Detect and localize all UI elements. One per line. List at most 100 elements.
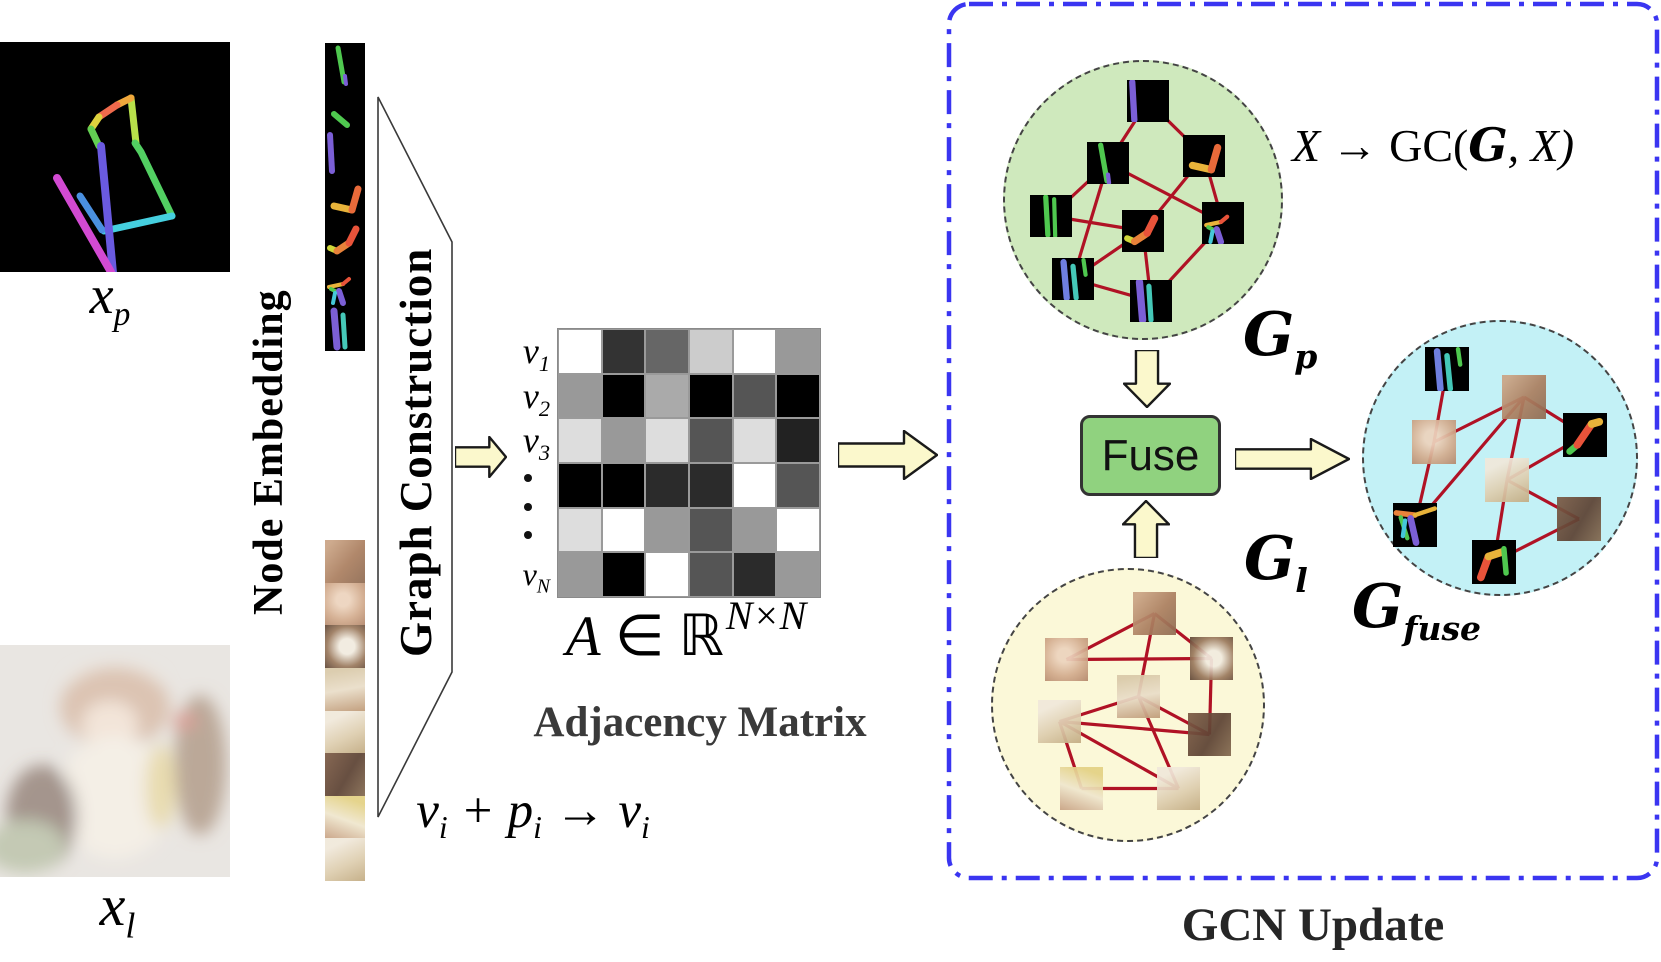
matrix-cell [732,373,777,419]
matrix-cell [558,507,602,553]
matrix-dimension-formula: A ∈ ℝN×N [565,593,807,669]
pose-patch-node [1393,503,1437,547]
image-patch-node [1045,638,1088,681]
pose-strip-patch [325,175,365,219]
matrix-cell [689,507,733,553]
image-strip-patch [325,753,365,796]
graph-construction-stage-label: Graph Construction [391,247,441,657]
node-position-embedding-formula: vi + pi → vi [416,783,650,846]
matrix-cell [689,463,733,508]
pose-patch-node [1130,280,1172,322]
matrix-cell [776,507,820,553]
pose-strip-patch [325,131,365,175]
matrix-row-label-v1: v1 [522,331,550,377]
matrix-cell [601,463,646,508]
image-strip-patch [325,795,365,839]
gp-to-fuse-arrow [1123,350,1171,408]
image-graph-label: Gl [1244,524,1308,600]
fuse-operation-node: Fuse [1080,415,1221,496]
matrix-cell [732,329,777,374]
matrix-cell [689,552,733,597]
image-patch-node [1133,592,1176,635]
pose-patch-node [1183,135,1225,177]
matrix-cell [732,418,777,463]
ellipsis-dot [524,503,532,511]
pose-patch-node [1052,258,1094,300]
matrix-cell [601,373,646,419]
pose-skeleton-drawing [53,94,176,272]
node-embedding-stage-label: Node Embedding [246,289,292,615]
image-patch-node [1412,420,1456,464]
pose-patch-node [1127,80,1169,122]
matrix-cell [776,418,820,463]
matrix-cell [558,329,602,374]
pose-strip-patch [325,219,365,263]
embed-to-matrix-arrow [455,436,507,478]
matrix-cell [732,463,777,508]
pose-patch-node [1030,195,1072,237]
pose-input-image [0,42,230,272]
image-patch-node [1188,713,1231,756]
image-patch-node [1502,375,1546,419]
image-patch-node [1117,675,1160,718]
graph-convolution-formula: X → GC(G, X) [1292,118,1575,172]
matrix-cell [645,329,689,374]
matrix-cell [558,463,602,508]
image-patch-node [1485,458,1529,502]
pose-patch-node [1087,142,1129,184]
matrix-row-label-vN: vN [522,556,550,598]
image-strip-patch [325,582,365,626]
image-strip-patch [325,667,365,711]
gcn-update-box-border [946,1,1660,881]
matrix-cell [645,373,689,419]
pose-strip-patch [325,43,365,87]
matrix-cell [689,418,733,463]
matrix-cell [558,373,602,419]
image-patch-strip [325,540,365,881]
faded-photo-drawing [0,645,230,877]
image-strip-patch [325,625,365,668]
matrix-cell [732,552,777,597]
pose-patch-node [1563,413,1607,457]
matrix-cell [601,418,646,463]
image-strip-patch [325,710,365,754]
matrix-cell [601,329,646,374]
gl-to-fuse-arrow [1122,500,1170,558]
matrix-cell [689,373,733,419]
matrix-cell [776,329,820,374]
pose-input-label: xp [89,265,131,333]
matrix-cell [776,463,820,508]
matrix-cell [645,418,689,463]
matrix-cell [776,373,820,419]
image-patch-node [1038,700,1081,743]
graph-construction-funnel-shape [377,96,453,818]
fused-graph-label: Gfuse [1352,572,1482,648]
image-strip-patch [325,838,365,881]
gcn-update-title: GCN Update [1181,899,1445,951]
pose-patch-node [1202,202,1244,244]
matrix-cell [732,507,777,553]
matrix-row-label-v2: v2 [522,376,550,422]
matrix-cell [689,329,733,374]
image-patch-node [1060,767,1103,810]
image-input-label: xl [99,873,136,946]
adjacency-matrix-grid [557,328,821,598]
matrix-cell [601,552,646,597]
pose-patch-strip [325,43,365,351]
matrix-cell [558,418,602,463]
matrix-cell [601,507,646,553]
image-patch-node [1157,767,1200,810]
matrix-cell [776,552,820,597]
matrix-row-label-v3: v3 [522,420,550,466]
pose-strip-patch [325,87,365,131]
pose-patch-node [1122,210,1164,252]
ellipsis-dot [524,531,532,539]
matrix-cell [645,507,689,553]
matrix-cell [558,552,602,597]
matrix-cell [645,552,689,597]
pose-patch-node [1425,347,1469,391]
image-patch-node [1557,497,1601,541]
pose-graph-label: Gp [1243,300,1318,376]
matrix-cell [645,463,689,508]
